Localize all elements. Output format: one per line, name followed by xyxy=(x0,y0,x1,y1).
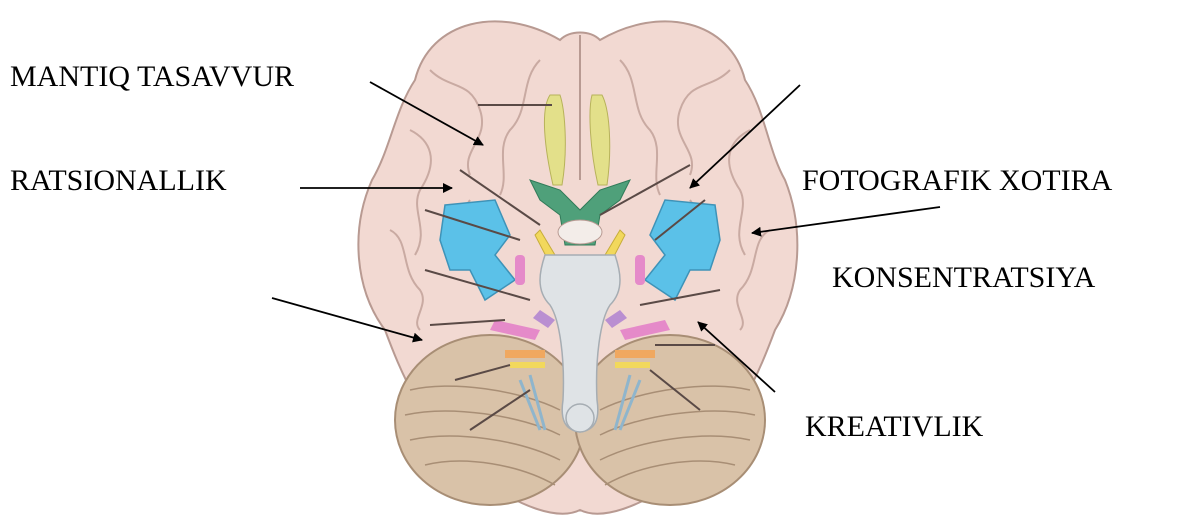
nerve-yellow-lower-left xyxy=(510,362,545,368)
nerve-orange-left xyxy=(505,350,545,358)
label-kreativlik: KREATIVLIK xyxy=(805,412,983,442)
pituitary xyxy=(558,220,602,244)
spinal-cord xyxy=(566,404,594,432)
label-ratsionallik: RATSIONALLIK xyxy=(10,166,227,196)
nerve-yellow-lower-right xyxy=(615,362,650,368)
label-fotografik-xotira: FOTOGRAFIK XOTIRA xyxy=(802,166,1112,196)
label-konsentratsiya: KONSENTRATSIYA xyxy=(832,263,1095,293)
nerve-orange-right xyxy=(615,350,655,358)
nerve-pink-left xyxy=(515,255,525,285)
nerve-pink-right xyxy=(635,255,645,285)
label-mantiq-tasavvur: MANTIQ TASAVVUR xyxy=(10,62,294,92)
